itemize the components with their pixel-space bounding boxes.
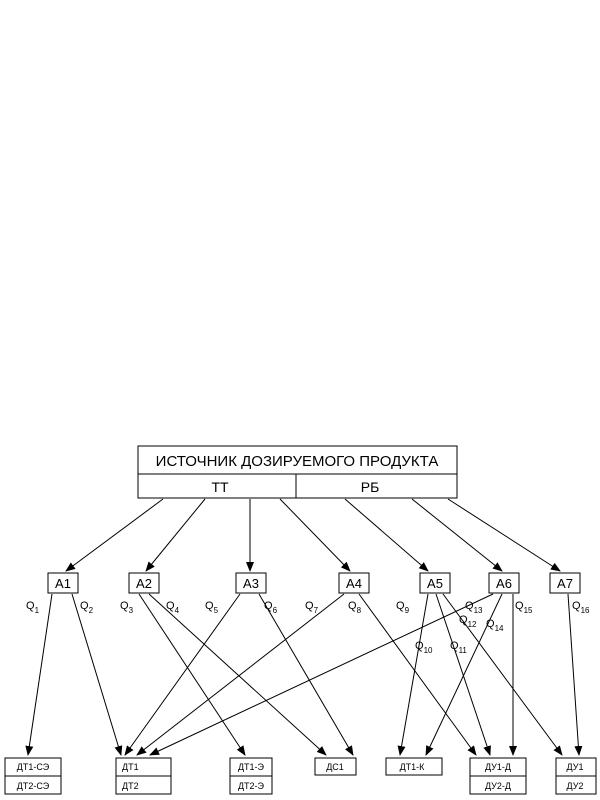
edge-q10 [397,593,429,756]
flow-label-q11: Q11 [450,640,467,655]
sink-s2: ДТ1 ДТ2 [115,757,172,795]
edge-q2 [71,593,123,756]
sink-s6: ДУ1-Д ДУ2-Д [469,757,527,795]
sink-s6-top: ДУ1-Д [485,762,511,772]
sink-s5: ДТ1-К [385,757,443,776]
sink-s3-top: ДТ1-Э [238,762,265,772]
sink-s4: ДС1 [314,757,357,776]
flow-label-q14: Q14 [486,618,504,633]
sink-s2-bottom: ДТ2 [122,781,139,791]
sink-s3-bottom: ДТ2-Э [238,781,265,791]
source-box: ИСТОЧНИК ДОЗИРУЕМОГО ПРОДУКТА ТТ РБ [137,445,458,499]
source-title: ИСТОЧНИК ДОЗИРУЕМОГО ПРОДУКТА [156,453,439,470]
sink-s3: ДТ1-Э ДТ2-Э [229,757,273,795]
sink-s2-top: ДТ1 [122,762,139,772]
node-a2: А2 [128,572,160,594]
sink-s1-bottom: ДТ2-СЭ [17,781,50,791]
flow-label-q3: Q3 [120,600,134,615]
sink-s7-top: ДУ1 [567,762,584,772]
source-left-label: ТТ [211,479,229,495]
edge-q4 [148,593,327,756]
sink-s1-top: ДТ1-СЭ [17,762,50,772]
edge-q13 [149,593,494,756]
flow-label-q13: Q13 [465,600,483,615]
edge-tt-a4 [279,498,351,572]
edge-tt-a2 [145,498,206,572]
edge-q5 [124,593,241,756]
flow-label-q6: Q6 [264,600,278,615]
source-edges [65,498,561,572]
node-a1: А1 [47,572,79,594]
flow-label-q1: Q1 [26,600,40,615]
node-a5: А5 [419,572,451,594]
edge-rb-a5 [344,498,429,572]
edge-q7 [136,593,345,756]
flow-label-q16: Q16 [572,600,590,615]
edge-q1 [25,593,53,756]
edge-tt-a1 [65,498,164,572]
flow-label-q8: Q8 [348,600,362,615]
node-a3: А3 [235,572,267,594]
node-a4-label: А4 [346,576,362,591]
edge-q8 [358,593,477,756]
edge-q12 [442,593,563,756]
node-a6: А6 [488,572,520,594]
node-a1-label: А1 [55,576,71,591]
edge-rb-a6 [411,498,503,572]
flow-labels: Q1 Q2 Q3 Q4 Q5 Q6 Q7 Q8 Q9 Q10 Q11 Q12 Q… [26,600,590,655]
flow-label-q15: Q15 [515,600,533,615]
sink-s1: ДТ1-СЭ ДТ2-СЭ [4,757,62,795]
sink-s7-bottom: ДУ2 [567,781,584,791]
node-a3-label: А3 [243,576,259,591]
flow-label-q4: Q4 [166,600,180,615]
edge-q3 [138,593,246,756]
flow-label-q5: Q5 [205,600,219,615]
edge-rb-a7 [447,498,561,572]
node-a6-label: А6 [496,576,512,591]
node-a5-label: А5 [427,576,443,591]
flow-label-q2: Q2 [80,600,94,615]
edge-q6 [258,593,354,756]
node-a7-label: А7 [557,576,573,591]
node-a4: А4 [338,572,370,594]
sink-s7: ДУ1 ДУ2 [555,757,597,795]
flow-label-q12: Q12 [459,614,477,629]
source-right-label: РБ [361,479,380,495]
edge-q16 [567,593,583,756]
sink-s6-bottom: ДУ2-Д [485,781,511,791]
edge-q11 [435,593,491,756]
node-a7: А7 [549,572,581,594]
sink-s4-top: ДС1 [326,762,344,772]
node-a2-label: А2 [136,576,152,591]
edge-q14 [425,593,503,756]
flow-edges [25,593,583,756]
flow-label-q9: Q9 [396,600,410,615]
flow-label-q10: Q10 [415,640,433,655]
sink-s5-top: ДТ1-К [400,762,426,772]
flow-label-q7: Q7 [305,600,319,615]
